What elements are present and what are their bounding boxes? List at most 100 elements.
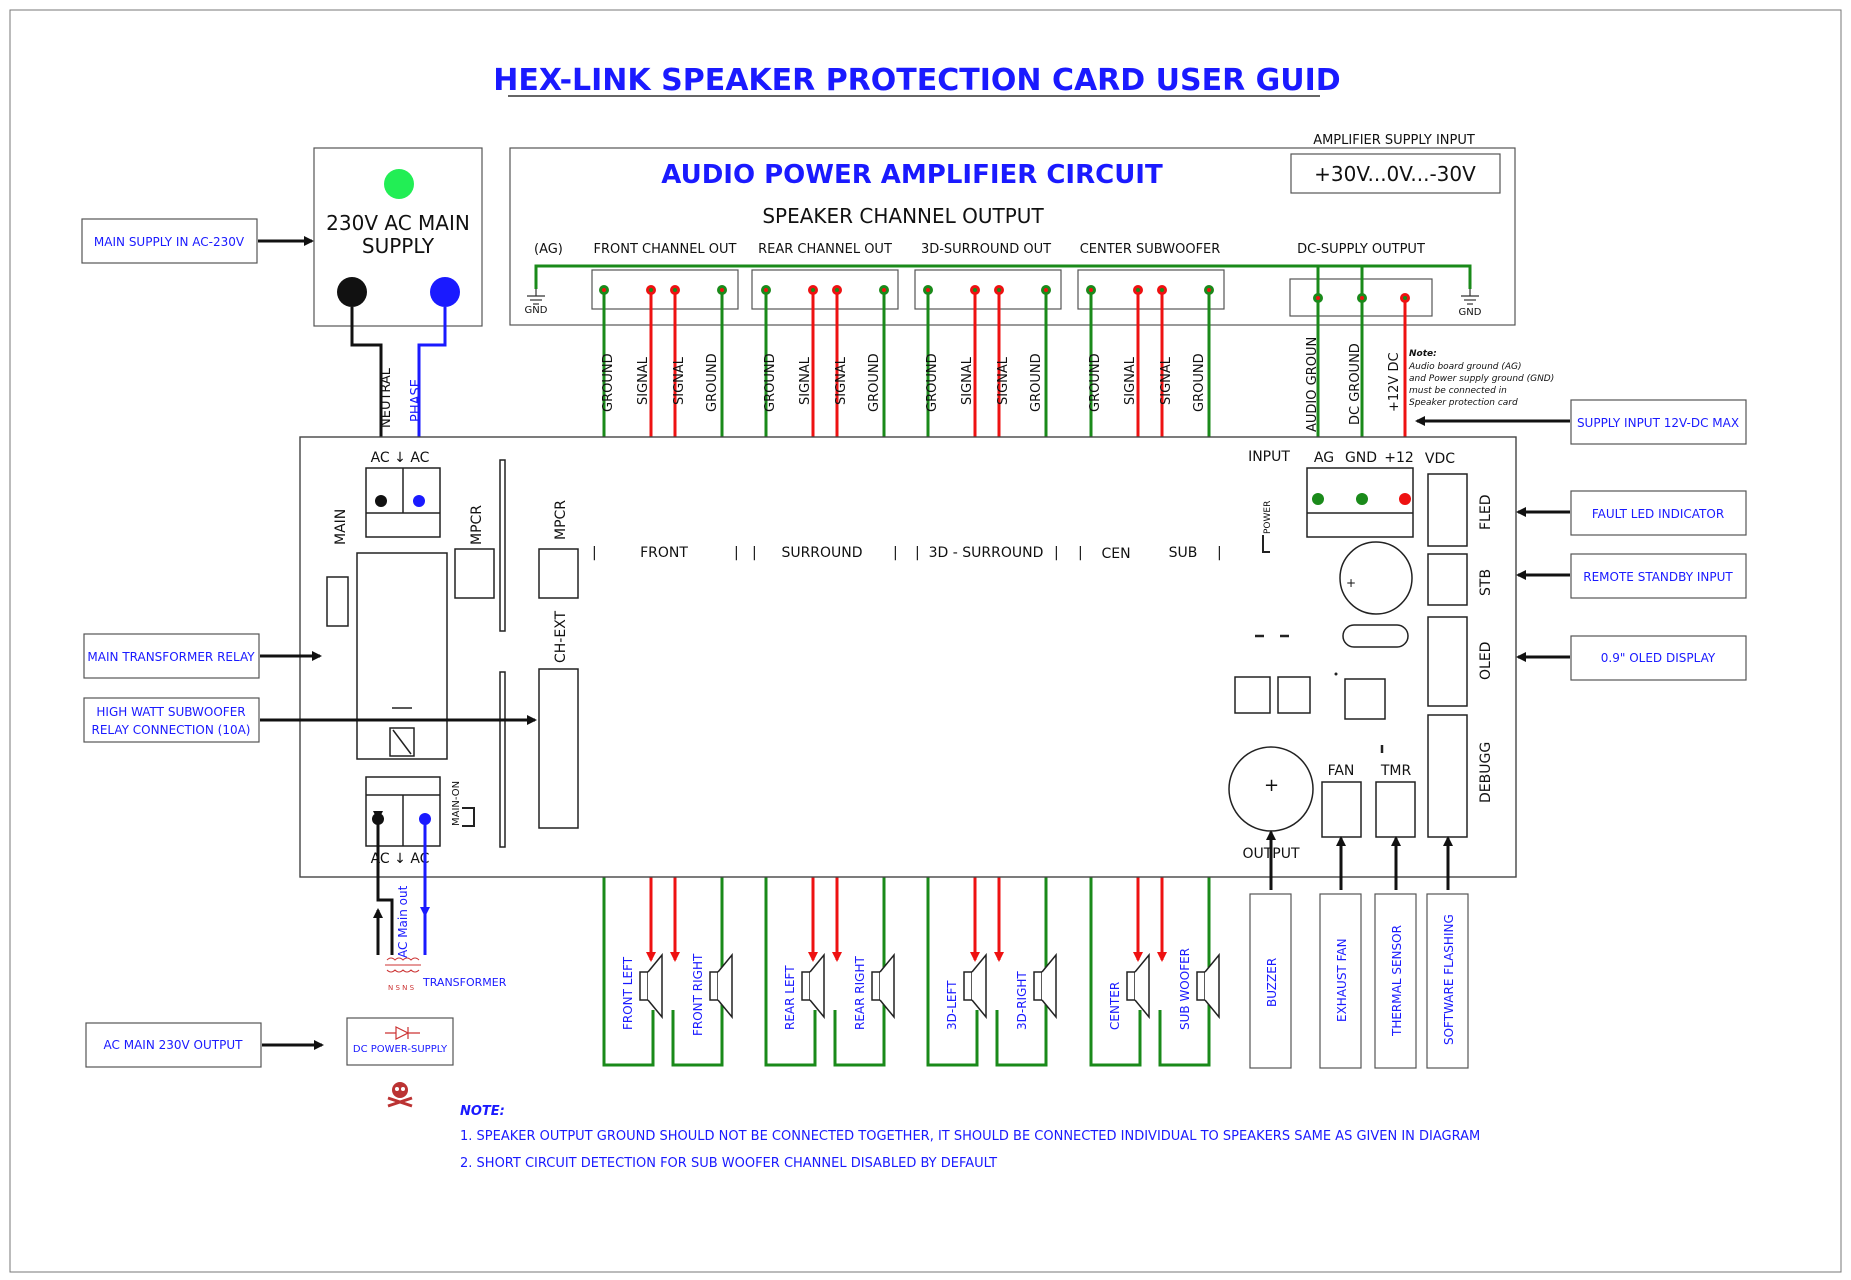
- fled-label: FLED: [1478, 495, 1494, 530]
- svg-text:|: |: [592, 545, 597, 561]
- main-label: MAIN: [333, 509, 349, 545]
- speaker-1: FRONT RIGHT: [691, 952, 733, 1036]
- speaker-ground-right: [995, 815, 1048, 1067]
- svg-text:|: |: [752, 545, 757, 561]
- speaker-ground-left: [764, 815, 817, 1067]
- speaker-label: FRONT LEFT: [621, 956, 635, 1030]
- speaker-magnet: [639, 971, 649, 1001]
- wire-label: SIGNAL: [834, 356, 849, 405]
- phase-terminal: [430, 277, 460, 307]
- neutral-terminal: [337, 277, 367, 307]
- transformer-symbol: N S N S: [385, 957, 421, 992]
- main-ac-input-pins: AC ↓ AC: [371, 450, 430, 466]
- software-flashing-box: [1426, 893, 1469, 1069]
- speaker-cone-icon: [1041, 952, 1057, 1020]
- channel-group-labels: | FRONT | | SURROUND | | 3D - SURROUND |…: [592, 545, 1222, 562]
- svg-text:|: |: [893, 545, 898, 561]
- mpcr-left-label: MPCR: [469, 505, 485, 545]
- svg-text:|: |: [1054, 545, 1059, 561]
- speaker-label: 3D-LEFT: [945, 980, 959, 1030]
- speaker-ground-left: [602, 815, 655, 1067]
- svg-text:|: |: [1078, 545, 1083, 561]
- exhaust-fan-box: [1319, 893, 1362, 1069]
- speaker-magnet: [1126, 971, 1136, 1001]
- input-pin-ag: AG: [1314, 450, 1334, 466]
- mains-power-led: [384, 169, 414, 199]
- transistor-right: [1277, 676, 1311, 714]
- tmr-connector: [1375, 781, 1416, 838]
- skull-warning-icon: [387, 1082, 413, 1108]
- ch-ext-label: CH-EXT: [553, 610, 569, 663]
- svg-text:must be connected in: must be connected in: [1409, 386, 1507, 396]
- speaker-5: 3D-RIGHT: [1015, 952, 1057, 1030]
- speaker-label: SUB WOOFER: [1178, 948, 1192, 1030]
- callout-sub-relay-line2: RELAY CONNECTION (10A): [92, 723, 251, 737]
- callout-supply-input: SUPPLY INPUT 12V-DC MAX: [1577, 416, 1739, 430]
- group-front: FRONT: [640, 545, 688, 561]
- diode-icon: [385, 1026, 420, 1040]
- svg-text:|: |: [734, 545, 739, 561]
- speaker-cone-icon: [717, 952, 733, 1020]
- amp-supply-label: AMPLIFIER SUPPLY INPUT: [1313, 133, 1475, 148]
- speaker-ground-left: [926, 815, 979, 1067]
- main-transformer-relay: [356, 552, 448, 760]
- speaker-label: REAR LEFT: [783, 965, 797, 1030]
- speaker-cone-icon: [1204, 952, 1220, 1020]
- buzzer-label: BUZZER: [1265, 958, 1279, 1007]
- speaker-ground-right: [671, 815, 724, 1067]
- wire-label: GROUND: [1192, 353, 1207, 412]
- speaker-label: 3D-RIGHT: [1015, 971, 1029, 1030]
- speaker-7: SUB WOOFER: [1178, 948, 1220, 1030]
- crystal-oscillator: [1342, 624, 1409, 648]
- fan-connector: [1321, 781, 1362, 838]
- speaker-cone-icon: [879, 952, 895, 1020]
- speaker-magnet: [1033, 971, 1043, 1001]
- group-3d-surround: 3D - SURROUND: [929, 545, 1044, 561]
- svg-text:|: |: [1217, 545, 1222, 561]
- svg-text:and Power supply ground (GND): and Power supply ground (GND): [1409, 374, 1554, 384]
- neutral-label: NEUTRAL: [379, 367, 394, 428]
- main-relay-fuse: [326, 576, 349, 627]
- ac-main-out-label: AC Main out: [396, 885, 410, 958]
- gnd-label-right: GND: [1459, 307, 1482, 318]
- callout-main-supply: MAIN SUPPLY IN AC-230V: [94, 235, 245, 249]
- page-frame: [9, 9, 1842, 1273]
- ch-ext-connector: [538, 668, 579, 829]
- thermal-sensor-label: THERMAL SENSOR: [1390, 925, 1404, 1037]
- callout-remote-standby: REMOTE STANDBY INPUT: [1583, 570, 1733, 584]
- callout-ac-out: AC MAIN 230V OUTPUT: [104, 1038, 244, 1052]
- group-cen: CEN: [1101, 546, 1130, 562]
- ag-label: (AG): [534, 242, 563, 257]
- audio-ground-wire-label: AUDIO GROUN: [1305, 337, 1320, 432]
- plus12v-wire-label: +12V DC: [1387, 352, 1402, 412]
- channel-rear-out: REAR CHANNEL OUT: [758, 242, 892, 257]
- wire-label: SIGNAL: [1159, 356, 1174, 405]
- exhaust-fan-label: EXHAUST FAN: [1335, 938, 1349, 1022]
- dc-power-supply-box: [346, 1017, 454, 1066]
- notes-line1: 1. SPEAKER OUTPUT GROUND SHOULD NOT BE C…: [460, 1129, 1480, 1144]
- wire-label: SIGNAL: [1123, 356, 1138, 405]
- transistor-left: [1234, 676, 1271, 714]
- svg-text:+: +: [1264, 775, 1279, 796]
- wire-label: GROUND: [1029, 353, 1044, 412]
- speaker-magnet: [801, 971, 811, 1001]
- stb-connector: [1427, 553, 1468, 606]
- speaker-cone-icon: [1134, 952, 1150, 1020]
- callout-main-relay: MAIN TRANSFORMER RELAY: [87, 650, 255, 664]
- board-divider-upper: [499, 459, 506, 632]
- main-ac-output-pins: AC ↓ AC: [371, 851, 430, 867]
- callout-fault-led: FAULT LED INDICATOR: [1592, 507, 1724, 521]
- speaker-magnet: [1196, 971, 1206, 1001]
- tmr-label: TMR: [1380, 763, 1412, 779]
- notes-line2: 2. SHORT CIRCUIT DETECTION FOR SUB WOOFE…: [460, 1156, 997, 1171]
- amplifier-title: AUDIO POWER AMPLIFIER CIRCUIT: [661, 160, 1163, 190]
- svg-text:Audio board ground (AG): Audio board ground (AG): [1408, 362, 1522, 372]
- oled-connector: [1427, 616, 1468, 707]
- svg-text:Speaker protection card: Speaker protection card: [1409, 398, 1518, 408]
- wire-label: SIGNAL: [996, 356, 1011, 405]
- board-divider-lower: [499, 671, 506, 848]
- wire-label: GROUND: [1088, 353, 1103, 412]
- diagram-title: HEX-LINK SPEAKER PROTECTION CARD USER GU…: [493, 63, 1340, 98]
- debugg-connector: [1427, 714, 1468, 838]
- fan-label: FAN: [1328, 763, 1355, 779]
